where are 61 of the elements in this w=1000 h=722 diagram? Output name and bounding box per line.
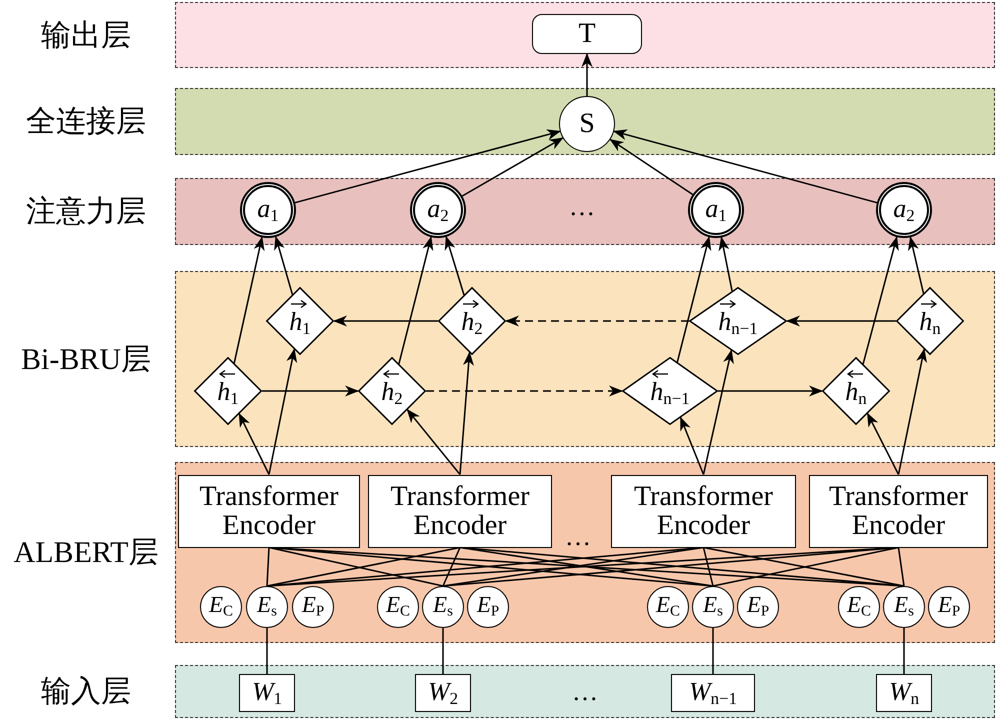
encoder-box: Transformer Encoder: [178, 474, 360, 548]
arrow: [676, 236, 712, 362]
arrow: [505, 316, 689, 326]
arrow: [718, 236, 733, 292]
state-diamond: h$_{n}$: [822, 357, 890, 425]
arrow: [459, 352, 474, 475]
state-diamond: h$_{1}$: [194, 357, 262, 425]
connector-line: [266, 628, 268, 674]
arrow: [609, 138, 694, 196]
layer-label: ALBERT层: [12, 535, 160, 571]
connector-line: [702, 547, 714, 586]
ellipsis: …: [565, 522, 591, 552]
ellipsis: …: [572, 677, 598, 707]
state-diamond: h$_{n−1}$: [689, 287, 787, 355]
layer-label: 注意力层: [25, 194, 147, 230]
layer-label: Bi-BRU层: [20, 342, 152, 378]
word-box: W$_{1}$: [239, 674, 295, 712]
word-box: W$_{n−1}$: [671, 674, 755, 712]
encoder-box: Transformer Encoder: [809, 474, 988, 548]
ellipsis: …: [569, 192, 595, 222]
arrow: [462, 137, 564, 197]
layer-label: 全连接层: [25, 104, 147, 140]
arrow: [582, 53, 592, 96]
arrow: [274, 236, 294, 295]
arrow: [333, 316, 438, 326]
state-diamond: h$_{n−1}$: [622, 357, 718, 425]
arrow: [294, 129, 561, 204]
connector-line: [712, 628, 714, 674]
connector-line: [442, 547, 461, 586]
layer-label: 输出层: [40, 18, 132, 54]
arrow: [406, 408, 461, 475]
connector-line: [903, 628, 905, 674]
layer-label: 输入层: [40, 674, 132, 710]
word-box: W$_{n}$: [876, 674, 932, 712]
arrow: [908, 236, 924, 294]
arrow: [444, 236, 465, 296]
output-box: T: [532, 14, 642, 54]
state-diamond: h$_{n}$: [896, 287, 964, 355]
arrow: [718, 386, 823, 396]
state-diamond: h$_{1}$: [266, 287, 334, 355]
arrow: [898, 348, 927, 475]
arrow: [238, 412, 270, 475]
arrow: [268, 348, 298, 475]
arrow: [786, 316, 896, 326]
arrow: [262, 386, 359, 396]
connector-line: [266, 547, 270, 586]
arrow: [866, 412, 900, 475]
state-diamond: h$_{2}$: [358, 357, 426, 425]
word-box: W$_{2}$: [415, 674, 471, 712]
arrow: [398, 236, 434, 364]
state-diamond: h$_{2}$: [438, 287, 506, 355]
connector-line: [898, 547, 905, 586]
arrow: [233, 236, 265, 364]
encoder-box: Transformer Encoder: [611, 474, 796, 548]
connector-line: [442, 628, 444, 674]
arrow: [862, 236, 899, 364]
encoder-box: Transformer Encoder: [368, 474, 552, 548]
arrow: [680, 416, 704, 475]
arrow: [613, 129, 878, 204]
arrow: [702, 349, 734, 475]
arrow: [426, 386, 623, 396]
